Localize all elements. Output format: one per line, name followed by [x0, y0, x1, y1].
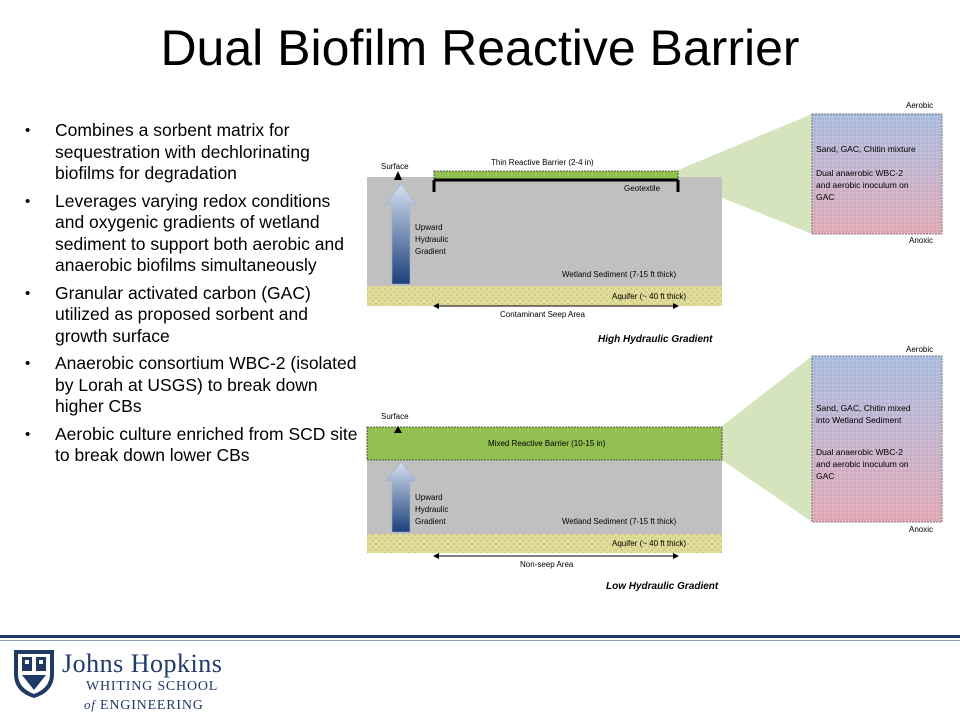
- aquifer-layer: [367, 534, 722, 553]
- barrier-label: Mixed Reactive Barrier (10-15 in): [488, 439, 606, 448]
- barrier-label: Thin Reactive Barrier (2-4 in): [491, 158, 594, 167]
- aerobic-label: Aerobic: [906, 101, 933, 110]
- zoom-text-5: GAC: [816, 471, 834, 481]
- aerobic-label: Aerobic: [906, 345, 933, 354]
- sediment-layer: [367, 177, 722, 286]
- aquifer-label: Aquifer (~ 40 ft thick): [612, 292, 686, 301]
- zoom-text-1: Sand, GAC, Chitin mixture: [816, 144, 916, 154]
- upward-label-3: Gradient: [415, 247, 446, 256]
- area-label: Non-seep Area: [520, 560, 574, 569]
- zoom-text-2: into Wetland Sediment: [816, 415, 902, 425]
- bullet-item: • Aerobic culture enriched from SCD site …: [20, 424, 360, 467]
- bullet-text: Aerobic culture enriched from SCD site t…: [55, 423, 358, 466]
- mixed-reactive-barrier: [366, 426, 723, 461]
- bullet-dot-icon: •: [25, 425, 31, 443]
- surface-arrow-icon: [394, 426, 402, 433]
- footer-divider-thin: [0, 640, 960, 641]
- slide-title: Dual Biofilm Reactive Barrier: [160, 20, 800, 76]
- geotextile-bracket: [432, 178, 680, 192]
- diagram-caption: Low Hydraulic Gradient: [606, 581, 719, 592]
- bullet-dot-icon: •: [25, 284, 31, 302]
- aquifer-layer: [367, 286, 722, 306]
- bullet-item: • Leverages varying redox conditions and …: [20, 191, 360, 277]
- top-diagram: Surface Thin Reactive Barrier (2-4 in) G…: [367, 101, 943, 345]
- bullet-text: Anaerobic consortium WBC-2 (isolated by …: [55, 353, 357, 416]
- upward-flow-arrow-icon: [385, 461, 417, 533]
- bullet-dot-icon: •: [25, 122, 31, 139]
- bottom-diagram: Surface Mixed Reactive Barrier (10-15 in…: [366, 345, 943, 592]
- geotextile-label: Geotextile: [624, 184, 661, 193]
- bullet-text: Leverages varying redox conditions and o…: [55, 190, 344, 276]
- bullet-list: • Combines a sorbent matrix for sequestra…: [20, 120, 360, 473]
- upward-label-1: Upward: [415, 493, 443, 502]
- bullet-dot-icon: •: [25, 192, 31, 210]
- surface-label: Surface: [381, 162, 409, 171]
- bullet-dot-icon: •: [25, 355, 31, 372]
- logo-line-3: of ENGINEERING: [84, 696, 222, 715]
- zoom-text-4: and aerobic inoculum on: [816, 459, 909, 469]
- zoom-text-3: and aerobic inoculum on: [816, 180, 909, 190]
- upward-label-1: Upward: [415, 223, 443, 232]
- bullet-text: Granular activated carbon (GAC) utilized…: [55, 282, 311, 346]
- bullet-item: • Combines a sorbent matrix for sequestra…: [20, 120, 360, 185]
- upward-label-3: Gradient: [415, 517, 446, 526]
- anoxic-label: Anoxic: [909, 525, 933, 534]
- surface-arrow-icon: [394, 171, 402, 180]
- upward-label-2: Hydraulic: [415, 505, 448, 514]
- university-shield-icon: [14, 650, 54, 698]
- zoom-texture: [812, 356, 942, 522]
- zoom-text-3: Dual anaerobic WBC-2: [816, 447, 903, 457]
- upward-label-2: Hydraulic: [415, 235, 448, 244]
- bullet-item: • Granular activated carbon (GAC) utilize…: [20, 283, 360, 348]
- zoom-texture: [812, 114, 942, 234]
- zoom-fan: [722, 356, 812, 522]
- footer-divider: [0, 635, 960, 638]
- sediment-label: Wetland Sediment (7-15 ft thick): [562, 517, 676, 526]
- zoom-fan: [678, 114, 812, 234]
- logo-line-2: WHITING SCHOOL: [86, 679, 219, 694]
- area-label: Contaminant Seep Area: [500, 310, 585, 319]
- upward-flow-arrow-icon: [385, 183, 417, 285]
- sediment-label: Wetland Sediment (7-15 ft thick): [562, 270, 676, 279]
- anoxic-label: Anoxic: [909, 236, 933, 245]
- aquifer-label: Aquifer (~ 40 ft thick): [612, 539, 686, 548]
- logo-line-3-text: ENGINEERING: [100, 698, 204, 713]
- sediment-layer: [367, 460, 722, 534]
- logo-line-1: Johns Hopkins: [62, 649, 223, 678]
- zoom-text-1: Sand, GAC, Chitin mixed: [816, 403, 911, 413]
- bullet-item: • Anaerobic consortium WBC-2 (isolated by…: [20, 353, 360, 418]
- zoom-text-2: Dual anaerobic WBC-2: [816, 168, 903, 178]
- university-logo: Johns Hopkins WHITING SCHOOL of ENGINEER…: [62, 650, 222, 715]
- surface-label: Surface: [381, 412, 409, 421]
- diagram-caption: High Hydraulic Gradient: [598, 334, 713, 345]
- bullet-text: Combines a sorbent matrix for sequestrat…: [55, 120, 310, 183]
- logo-line-3-prefix: of: [84, 697, 96, 712]
- zoom-text-4: GAC: [816, 192, 834, 202]
